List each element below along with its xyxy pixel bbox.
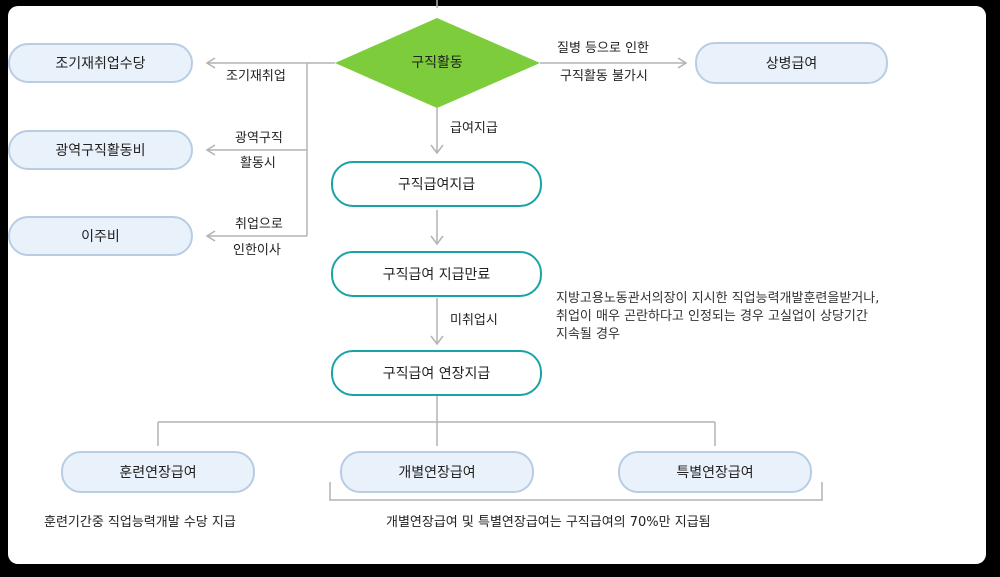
percent-note: 개별연장급여 및 특별연장급여는 구직급여의 70%만 지급됨 xyxy=(386,515,711,530)
sickness-edge-label-2: 구직활동 불가시 xyxy=(560,69,648,84)
wide-area-edge-label-1: 광역구직 xyxy=(235,131,283,146)
sickness-benefit-node: 상병급여 xyxy=(695,42,888,84)
training-extension-node: 훈련연장급여 xyxy=(61,451,255,493)
early-reemployment-edge-label: 조기재취업 xyxy=(226,69,286,84)
relocation-edge-label-1: 취업으로 xyxy=(235,217,283,232)
benefit-payment-edge-label: 급여지급 xyxy=(450,121,498,136)
benefit-payment-arrowhead xyxy=(430,144,444,155)
benefit-extension-node: 구직급여 연장지급 xyxy=(331,350,542,396)
payment-end-arrowhead xyxy=(430,235,444,246)
extension-condition-line-1: 지방고용노동관서의장이 지시한 직업능력개발훈련을받거나, xyxy=(556,291,880,306)
sickness-edge-label-1: 질병 등으로 인한 xyxy=(557,41,649,56)
unemployed-arrowhead xyxy=(430,335,444,346)
wide-area-job-search-node: 광역구직활동비 xyxy=(8,130,193,170)
extension-condition-line-2: 취업이 매우 곤란하다고 인정되는 경우 고실업이 상당기간 xyxy=(556,309,868,324)
job-search-label: 구직활동 xyxy=(411,55,463,71)
individual-extension-node: 개별연장급여 xyxy=(340,451,534,493)
training-note: 훈련기간중 직업능력개발 수당 지급 xyxy=(44,515,236,530)
special-extension-node: 특별연장급여 xyxy=(618,451,812,493)
relocation-edge-label-2: 인한이사 xyxy=(233,243,281,258)
relocation-arrowhead xyxy=(205,230,216,242)
unemployed-edge-label: 미취업시 xyxy=(450,313,498,328)
extension-condition-line-3: 지속될 경우 xyxy=(556,327,620,342)
wide-area-edge-label-2: 활동시 xyxy=(240,156,276,171)
benefit-payment-node: 구직급여지급 xyxy=(331,161,542,207)
early-reemployment-arrowhead xyxy=(205,57,216,69)
relocation-node: 이주비 xyxy=(8,216,193,256)
early-reemployment-node: 조기재취업수당 xyxy=(8,43,193,83)
extension-bracket xyxy=(329,482,823,501)
benefit-payment-end-node: 구직급여 지급만료 xyxy=(331,251,542,297)
wide-area-arrowhead xyxy=(205,144,216,156)
sickness-arrowhead xyxy=(677,57,688,69)
job-search-diamond xyxy=(335,18,540,108)
extension-condition-note: 지방고용노동관서의장이 지시한 직업능력개발훈련을받거나, 취업이 매우 곤란하… xyxy=(556,290,879,344)
